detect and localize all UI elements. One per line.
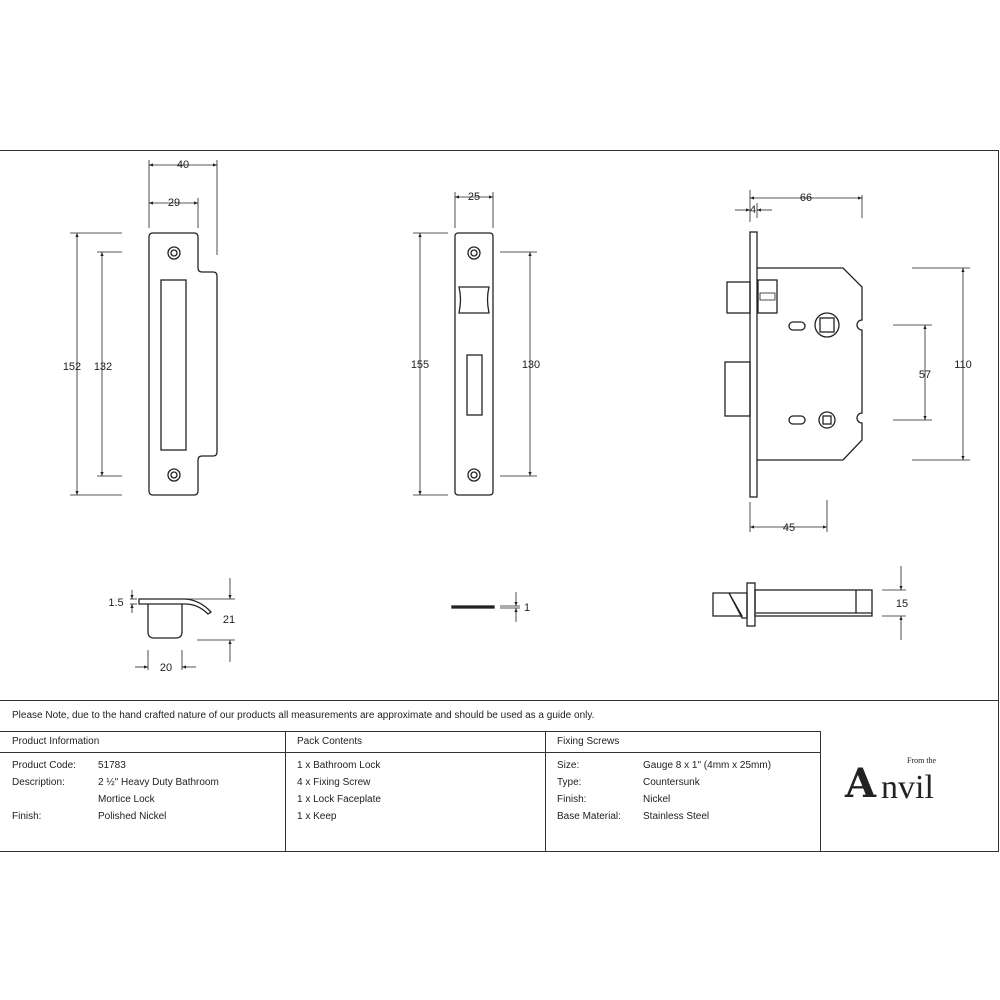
- dim-lock-width-total: 66: [800, 192, 812, 204]
- from-the-anvil-logo: From the A nvil: [845, 756, 985, 808]
- dim-faceplate-thickness: 1: [524, 602, 530, 614]
- lock-bolt-profile-view: [712, 582, 873, 627]
- field-value: 2 ½" Heavy Duty Bathroom: [98, 777, 219, 788]
- list-item: 4 x Fixing Screw: [297, 777, 371, 788]
- drawing-sheet-frame: [0, 150, 999, 852]
- keep-front-view: [148, 232, 218, 496]
- dim-lock-faceplate-thickness: 4: [750, 204, 756, 216]
- field-value: 51783: [98, 760, 126, 771]
- field-label: Base Material:: [557, 811, 621, 822]
- field-label: Size:: [557, 760, 580, 771]
- dim-keep-width-total: 40: [177, 159, 189, 171]
- section-header: Fixing Screws: [557, 736, 620, 747]
- fixing-screws-section: Fixing Screws Size: Gauge 8 x 1" (4mm x 2…: [545, 731, 820, 852]
- field-value: Stainless Steel: [643, 811, 710, 822]
- dim-lock-bolt-height: 15: [896, 598, 908, 610]
- section-header: Product Information: [12, 736, 100, 747]
- dim-keep-width-plate: 29: [168, 197, 180, 209]
- pack-contents-section: Pack Contents 1 x Bathroom Lock 4 x Fixi…: [285, 731, 545, 852]
- dim-keep-height-holes: 132: [94, 361, 112, 373]
- dim-faceplate-height-holes: 130: [522, 359, 540, 371]
- field-label: Product Code:: [12, 760, 76, 771]
- dim-keep-box-width: 20: [160, 662, 172, 674]
- list-item: 1 x Bathroom Lock: [297, 760, 381, 771]
- field-label: Type:: [557, 777, 582, 788]
- list-item: 1 x Keep: [297, 811, 337, 822]
- field-label: Description:: [12, 777, 65, 788]
- field-label: Finish:: [557, 794, 587, 805]
- field-value: Countersunk: [643, 777, 700, 788]
- info-table: Please Note, due to the hand crafted nat…: [0, 700, 998, 851]
- logo-anvil-initial: A: [845, 760, 877, 807]
- field-value: Polished Nickel: [98, 811, 167, 822]
- field-label: Finish:: [12, 811, 42, 822]
- dim-keep-depth: 21: [223, 614, 235, 626]
- field-value: Mortice Lock: [98, 794, 155, 805]
- keep-profile-view: [138, 598, 212, 639]
- dim-lock-backset: 45: [783, 522, 795, 534]
- dim-keep-height-total: 152: [63, 361, 81, 373]
- technical-drawing: 40 29 152 132 25 155 130 66 4 110 57 45 …: [63, 159, 972, 674]
- list-item: 1 x Lock Faceplate: [297, 794, 381, 805]
- product-information-section: Product Information Product Code: 51783 D…: [0, 731, 285, 852]
- field-value: Gauge 8 x 1" (4mm x 25mm): [643, 760, 772, 771]
- disclaimer-note: Please Note, due to the hand crafted nat…: [12, 710, 595, 721]
- dim-faceplate-height-total: 155: [411, 359, 429, 371]
- section-header: Pack Contents: [297, 736, 363, 747]
- field-value: Nickel: [643, 794, 671, 805]
- dim-lock-case-height: 110: [954, 359, 972, 371]
- faceplate-profile-view: [451, 605, 495, 609]
- dim-faceplate-width: 25: [468, 191, 480, 203]
- faceplate-front-view: [454, 232, 494, 496]
- dim-lock-centres: 57: [919, 369, 931, 381]
- logo-brand-text: nvil: [881, 769, 934, 806]
- lock-body-view: [724, 231, 863, 498]
- dim-keep-thickness: 1.5: [108, 597, 123, 609]
- logo-tagline: From the: [907, 756, 937, 765]
